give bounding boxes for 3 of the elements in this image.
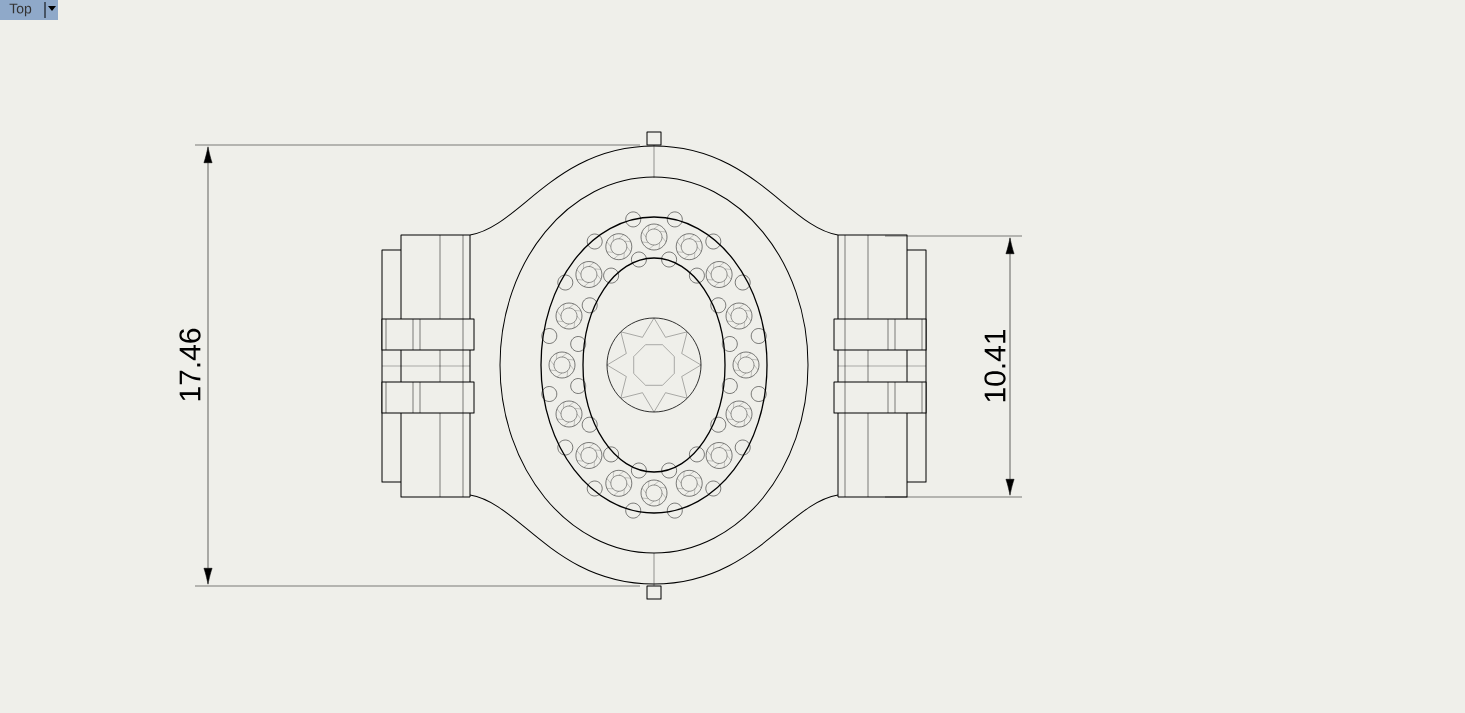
dimension-text: 10.41 (984, 329, 1006, 402)
dimension-text: 17.46 (179, 328, 201, 401)
view-dropdown: Top (0, 0, 58, 20)
